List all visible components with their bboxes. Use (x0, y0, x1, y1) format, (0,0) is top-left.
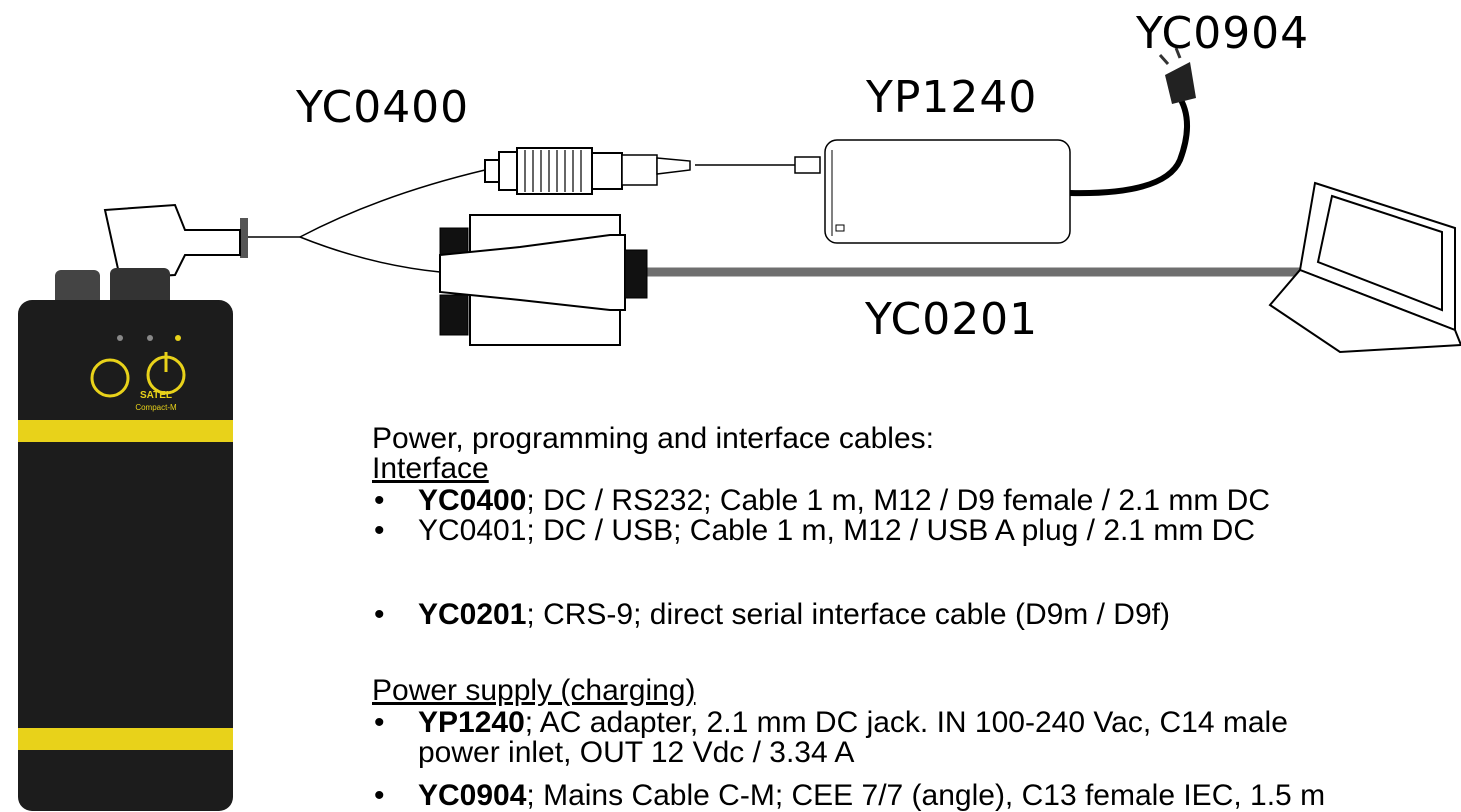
power-heading: Power supply (charging) (372, 674, 696, 707)
list-item-yc0401: YC0401; DC / USB; Cable 1 m, M12 / USB A… (418, 514, 1256, 547)
satel-device: SATEL Compact-M (18, 203, 248, 811)
label-yc0400: YC0400 (296, 82, 470, 133)
list-item-yc0201: YC0201; CRS-9; direct serial interface c… (418, 598, 1170, 631)
yc0400-cable-wires (240, 164, 795, 273)
label-yc0201: YC0201 (865, 294, 1039, 345)
mains-cable (1069, 47, 1196, 197)
list-item-yp1240: YP1240; AC adapter, 2.1 mm DC jack. IN 1… (418, 706, 1288, 739)
ac-adapter (794, 139, 1071, 244)
device-model: Compact-M (135, 403, 177, 412)
bullet: • (374, 484, 385, 517)
bullet: • (374, 598, 385, 631)
d9-serial-connector (439, 214, 1310, 346)
laptop (1268, 181, 1461, 354)
interface-heading: Interface (372, 452, 489, 485)
list-item-yp1240-cont: power inlet, OUT 12 Vdc / 3.34 A (418, 736, 855, 769)
list-item-yc0904: YC0904; Mains Cable C-M; CEE 7/7 (angle)… (418, 779, 1326, 812)
bullet: • (374, 706, 385, 739)
intro-text: Power, programming and interface cables: (372, 422, 934, 455)
dc-barrel-connector (484, 147, 691, 195)
bullet: • (374, 779, 385, 812)
label-yp1240: YP1240 (866, 72, 1038, 123)
device-brand: SATEL (140, 390, 172, 401)
label-yc0904: YC0904 (1136, 8, 1310, 59)
list-item-yc0400: YC0400; DC / RS232; Cable 1 m, M12 / D9 … (418, 484, 1271, 517)
bullet: • (374, 514, 385, 547)
